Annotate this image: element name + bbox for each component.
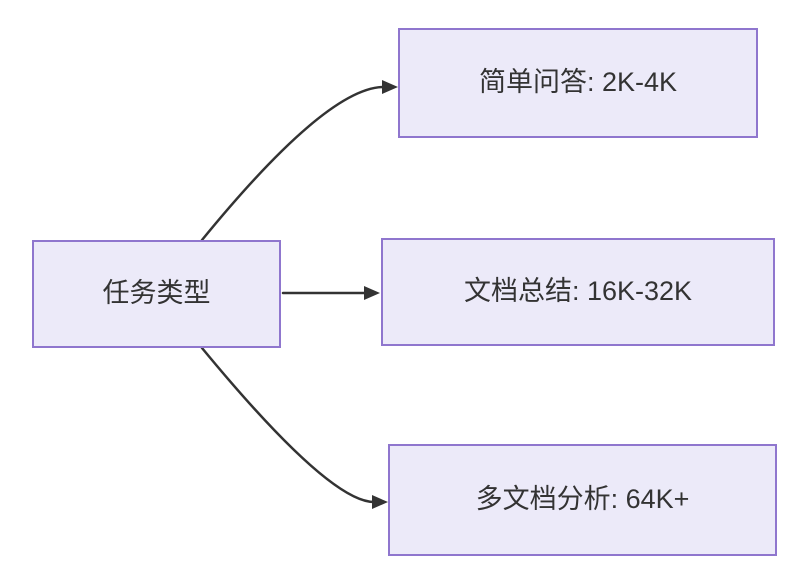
node-multi-doc-label: 多文档分析: 64K+ <box>475 484 690 515</box>
edge-root-to-multi-doc <box>200 346 388 509</box>
node-multi-doc: 多文档分析: 64K+ <box>388 444 777 556</box>
node-doc-summary-label: 文档总结: 16K-32K <box>463 276 693 307</box>
node-task-type-label: 任务类型 <box>102 278 211 309</box>
node-task-type: 任务类型 <box>32 240 281 348</box>
edge-root-to-simple-qa <box>200 80 398 242</box>
node-simple-qa: 简单问答: 2K-4K <box>398 28 758 138</box>
node-doc-summary: 文档总结: 16K-32K <box>381 238 775 346</box>
node-simple-qa-label: 简单问答: 2K-4K <box>478 67 678 98</box>
